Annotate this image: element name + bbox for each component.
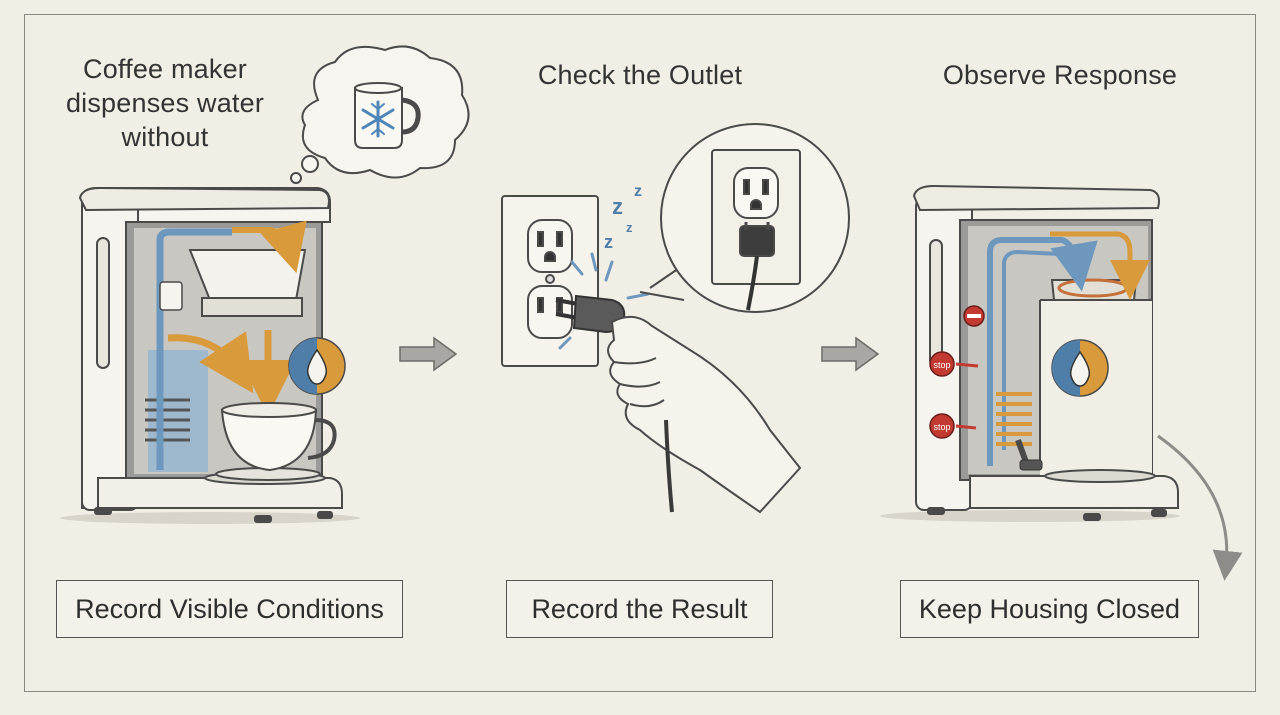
sleep-z-1: z [612,194,623,219]
panel1-heading: Coffee maker dispenses water without [40,52,290,154]
hot-water-path-right [1050,231,1150,300]
cold-water-pipe-left [156,228,232,470]
no-entry-icon [963,305,985,327]
panel1-heading-line3: without [121,122,209,152]
sleep-z-4: z [626,220,633,235]
stop-icon: stop [929,413,977,439]
water-drop-icon [288,337,346,395]
water-drop-icon [1051,339,1109,397]
cord [664,419,674,513]
step-arrow-2 [821,336,880,372]
coffee-cup [215,402,337,481]
panel3-heading: Observe Response [942,60,1178,90]
panel2-heading: Check the Outlet [537,60,743,90]
panel3-caption-box: Keep Housing Closed [900,580,1199,638]
panel2-caption: Record the Result [531,593,748,624]
diagram-frame [24,14,1256,692]
hot-water-path-top-left [232,220,307,274]
zoom-inset [660,123,850,313]
stop-label-1: stop [933,360,950,370]
panel1-caption-box: Record Visible Conditions [56,580,403,638]
panel1-heading-line2: dispenses water [65,88,265,118]
step-arrow-1 [399,336,458,372]
coffee-maker-right [880,184,1180,522]
sleep-z-2: z [634,183,642,200]
hot-water-arrow-curve-left [167,331,254,394]
sleep-z-3: z [604,232,613,252]
hand [607,315,802,514]
cold-water-pipe-right [987,237,1098,466]
panel3-caption: Keep Housing Closed [918,593,1181,624]
stop-icon: stop [929,351,979,377]
curved-arrow-down [1157,434,1243,581]
panel1-heading-line1: Coffee maker [83,54,247,84]
panel1-caption: Record Visible Conditions [75,593,384,624]
snowflake-icon [361,100,395,138]
stop-label-2: stop [933,422,950,432]
panel2-caption-box: Record the Result [506,580,773,638]
wall-outlet [501,195,599,367]
